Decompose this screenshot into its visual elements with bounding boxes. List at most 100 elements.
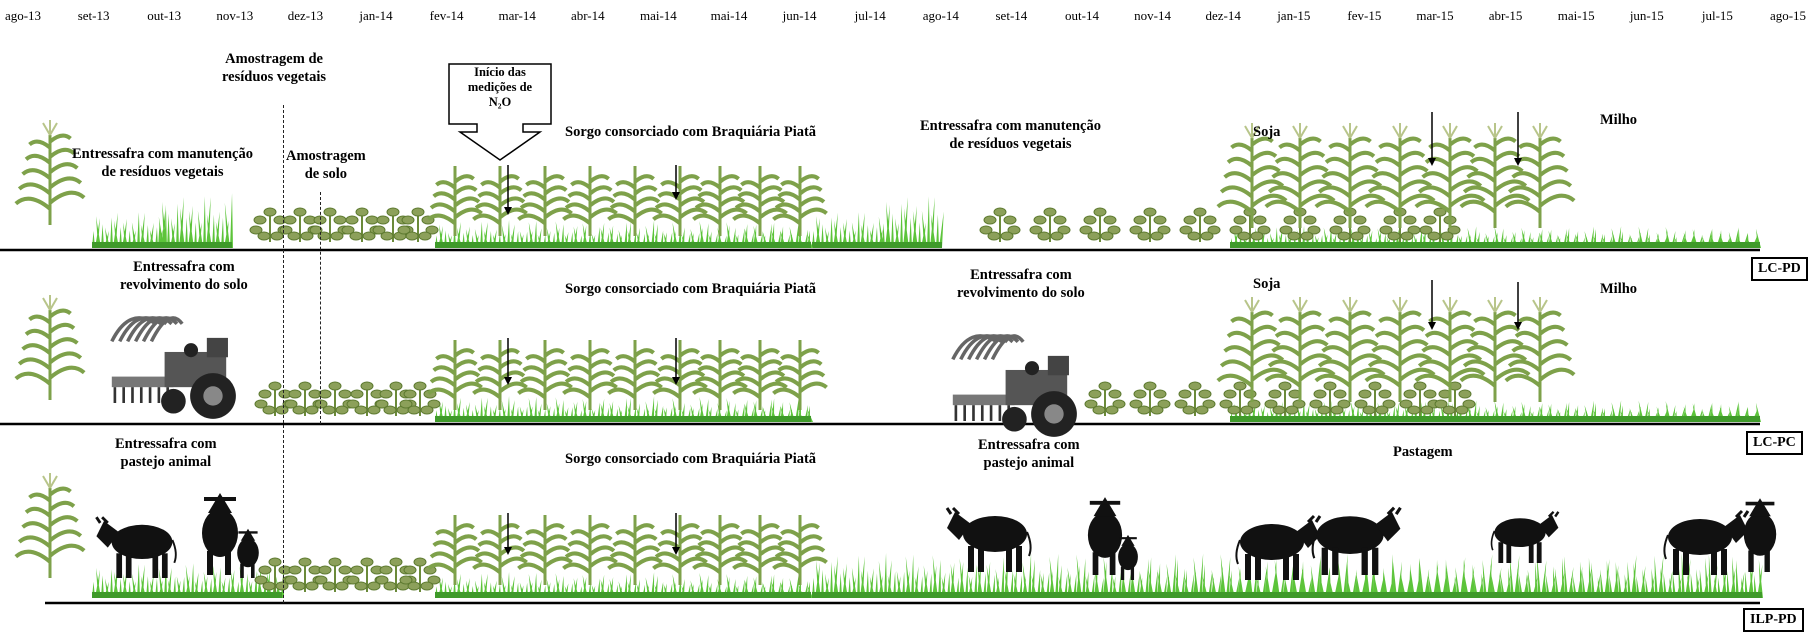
soybean-plant-icon xyxy=(1309,381,1351,416)
row2-tag: LC-PC xyxy=(1746,431,1803,455)
sorghum-plant-icon xyxy=(692,166,748,236)
soybean-plant-icon xyxy=(1379,207,1421,242)
timeline-month: out-14 xyxy=(1065,8,1099,23)
timeline-month: mai-15 xyxy=(1557,8,1595,23)
corn-plant-icon xyxy=(1314,297,1386,402)
timeline-month: abr-14 xyxy=(570,8,605,23)
corn-plant-icon xyxy=(1459,123,1531,228)
row1-tag: LC-PD xyxy=(1751,257,1808,281)
timeline-month: fev-14 xyxy=(429,8,464,23)
soybean-plant-icon xyxy=(1179,207,1221,242)
soybean-plant-icon xyxy=(254,381,296,416)
timeline-month: fev-15 xyxy=(1347,8,1382,23)
corn-plant-icon xyxy=(1364,123,1436,228)
row2-crop3-label: Milho xyxy=(1600,281,1638,297)
down-arrow-icon xyxy=(672,513,680,555)
soybean-plant-icon xyxy=(1399,381,1441,416)
corn-plant-icon xyxy=(14,473,86,578)
grass-tuft-icon xyxy=(158,193,233,248)
cow-icon xyxy=(1118,534,1138,580)
timeline-month: nov-14 xyxy=(1134,8,1172,23)
row3-crop1-label: Sorgo consorciado com Braquiária Piatã xyxy=(565,451,817,467)
soybean-plant-icon xyxy=(397,207,439,242)
animal-layer xyxy=(95,493,1777,580)
down-arrow-icon xyxy=(1428,112,1436,166)
timeline-month: jul-14 xyxy=(854,8,886,23)
soybean-plant-icon xyxy=(1129,381,1171,416)
grass-tuft-icon xyxy=(812,553,1763,598)
sorghum-plant-icon xyxy=(562,166,618,236)
sorghum-plant-icon xyxy=(562,340,618,410)
corn-plant-icon xyxy=(14,120,86,225)
soybean-plant-icon xyxy=(1434,381,1476,416)
soybean-plant-icon xyxy=(279,207,321,242)
soybean-plant-icon xyxy=(1419,207,1461,242)
sorghum-plant-icon xyxy=(607,166,663,236)
soybean-plant-icon xyxy=(309,207,351,242)
soil-sampling-line xyxy=(320,192,321,424)
cow-icon xyxy=(95,516,177,578)
tractor-icon xyxy=(951,334,1077,437)
corn-plant-icon xyxy=(1504,297,1576,402)
grass-tuft-icon xyxy=(882,196,944,248)
timeline-month: ago-13 xyxy=(4,8,42,23)
cow-icon xyxy=(1490,510,1560,563)
row2-crop1-label: Sorgo consorciado com Braquiária Piatã xyxy=(565,281,817,297)
timeline-month: dez-13 xyxy=(287,8,324,23)
soybean-plant-icon xyxy=(341,207,383,242)
timeline-month: jun-14 xyxy=(782,8,817,23)
row2-crop2-label: Soja xyxy=(1253,276,1281,292)
soybean-plant-icon xyxy=(314,557,356,592)
soybean-plant-icon xyxy=(1219,381,1261,416)
soybean-plant-icon xyxy=(399,557,441,592)
soybean-plant-icon xyxy=(346,557,388,592)
soybean-plant-icon xyxy=(979,207,1021,242)
timeline-month: mar-15 xyxy=(1416,8,1454,23)
down-arrow-icon xyxy=(1428,280,1436,330)
timeline-month: mai-14 xyxy=(710,8,748,23)
timeline-month: mar-14 xyxy=(498,8,536,23)
row1-crop2-label: Soja xyxy=(1253,124,1281,140)
cow-icon xyxy=(1311,506,1402,575)
timeline-month: set-14 xyxy=(995,8,1028,23)
sorghum-plant-icon xyxy=(472,340,528,410)
soybean-plant-icon xyxy=(399,381,441,416)
arrow-layer xyxy=(504,112,1522,555)
timeline-month: dez-14 xyxy=(1205,8,1241,23)
down-arrow-icon xyxy=(672,338,680,385)
grass-tuft-icon xyxy=(435,572,813,598)
soybean-plant-icon xyxy=(1174,381,1216,416)
timeline-month: set-13 xyxy=(77,8,110,23)
sorghum-plant-icon xyxy=(732,166,788,236)
grass-tuft-icon xyxy=(1230,400,1761,422)
timeline-month: out-13 xyxy=(147,8,182,23)
n2o-start-callout xyxy=(448,63,552,161)
vegetation-layer xyxy=(14,120,1763,598)
cow-icon xyxy=(945,506,1032,572)
row1-crop1-label: Sorgo consorciado com Braquiária Piatã xyxy=(565,124,817,140)
timeline-month: ago-15 xyxy=(1769,8,1807,23)
timeline-month: nov-13 xyxy=(216,8,254,23)
row3-crop2-label: Pastagem xyxy=(1393,444,1453,460)
timeline-month: jul-15 xyxy=(1701,8,1733,23)
sorghum-plant-icon xyxy=(517,166,573,236)
soybean-plant-icon xyxy=(314,381,356,416)
sorghum-plant-icon xyxy=(772,515,828,585)
tractor-icon xyxy=(110,316,236,419)
sorghum-plant-icon xyxy=(472,515,528,585)
down-arrow-icon xyxy=(1514,112,1522,166)
row1-crop3-label: Milho xyxy=(1600,112,1638,128)
grass-tuft-icon xyxy=(812,212,884,248)
soybean-plant-icon xyxy=(284,381,326,416)
grass-tuft-icon xyxy=(435,220,813,248)
grass-tuft-icon xyxy=(92,562,284,598)
timeline-month: jun-15 xyxy=(1629,8,1664,23)
sorghum-plant-icon xyxy=(427,166,483,236)
sorghum-plant-icon xyxy=(772,166,828,236)
